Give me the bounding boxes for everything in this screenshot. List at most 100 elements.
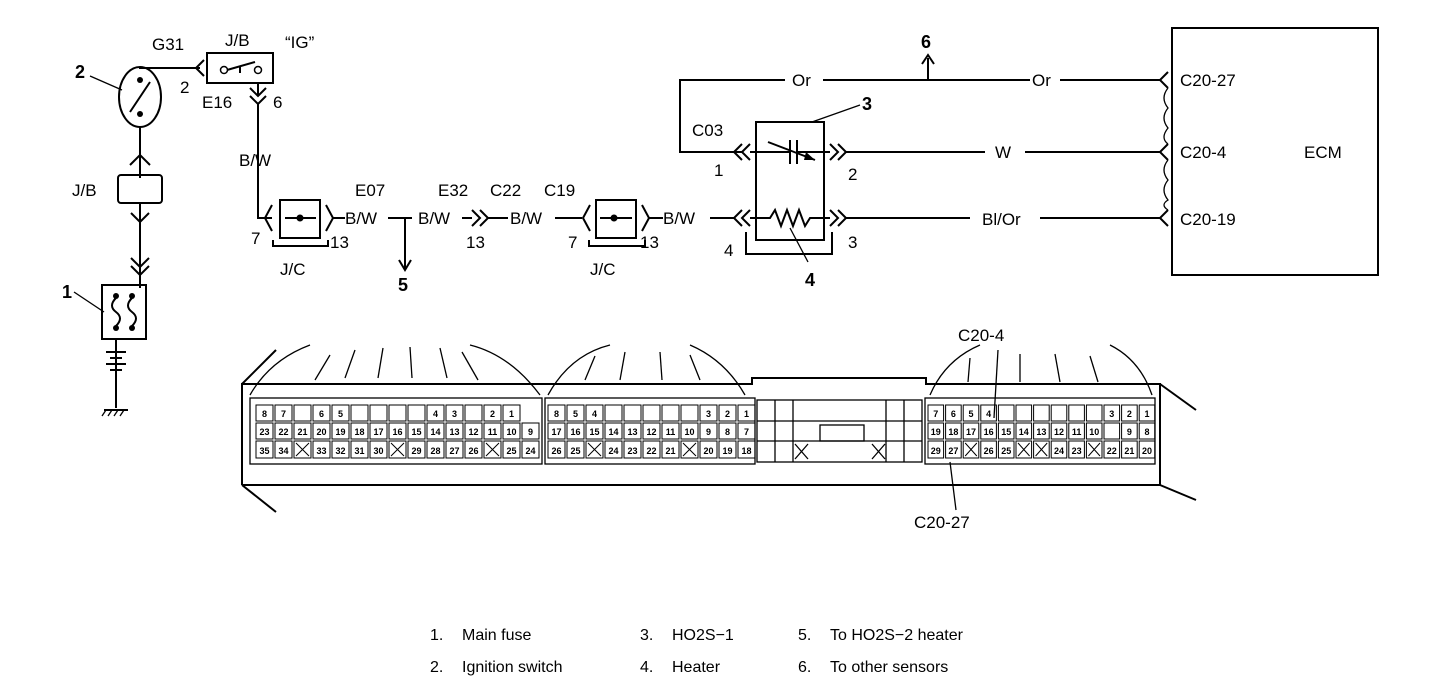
connector-pin-cell: [962, 422, 980, 440]
connector-pin-cell: [255, 404, 274, 422]
connector-pin-label: 7: [744, 427, 749, 437]
connector-pin-label: 20: [1142, 446, 1152, 456]
connector-pin-cell: [350, 440, 369, 459]
connector-pin-label: 18: [948, 427, 958, 437]
connector-pin-cell: [604, 404, 623, 422]
connector-pin-cell: [604, 440, 623, 459]
connector-pin-label: 1: [744, 409, 749, 419]
connector-pin-cell: [426, 422, 445, 440]
connector-pin-label: 32: [335, 446, 345, 456]
connector-pin-cell: [680, 404, 699, 422]
connector-pin-label: 29: [411, 446, 421, 456]
label-jc1: J/C: [280, 260, 306, 279]
connector-pin-label: 22: [646, 446, 656, 456]
connector-pin-cell: [997, 404, 1015, 422]
connector-pin-cell: [585, 422, 604, 440]
connector-pin-label: 21: [1124, 446, 1134, 456]
label-c03: C03: [692, 121, 723, 140]
label-c20-4: C20-4: [1180, 143, 1226, 162]
connector-pin-label: 3: [1109, 409, 1114, 419]
connector-pin-cell: [331, 422, 350, 440]
connector-pin-cell: [1033, 422, 1050, 440]
connector-pin-cell: [293, 422, 312, 440]
label-jc2-13: 13: [640, 233, 659, 252]
connector-pin-label: 8: [262, 409, 267, 419]
connector-pin-cell: [547, 422, 566, 440]
connector-pin-empty: [295, 442, 310, 457]
connector-pin-cell: [1050, 440, 1068, 459]
connector-pin-cell: [642, 440, 661, 459]
connector-pin-cell: [547, 404, 566, 422]
connector-pin-label: 19: [722, 446, 732, 456]
connector-pin-label: 3: [452, 409, 457, 419]
connector-pin-cell: [945, 440, 962, 459]
connector-pin-cell: [980, 404, 997, 422]
connector-pin-cell: [718, 404, 737, 422]
bw-circuit: [257, 199, 728, 272]
connector-pin-cell: [661, 440, 680, 459]
connector-pin-empty: [587, 442, 602, 457]
connector-pin-label: 25: [570, 446, 580, 456]
label-pin6-e16: 6: [273, 93, 282, 112]
connector-pin-cell: [642, 422, 661, 440]
connector-pin-cell: [699, 440, 718, 459]
connector-pin-cell: [585, 404, 604, 422]
connector-pin-cell: [483, 422, 502, 440]
connector-pin-cell: [331, 404, 350, 422]
label-c20-27: C20-27: [1180, 71, 1236, 90]
connector-pin-cell: [642, 404, 661, 422]
connector-pin-cell: [1121, 404, 1138, 422]
connector-pin-label: 12: [646, 427, 656, 437]
connector-pin-label: 15: [589, 427, 599, 437]
connector-pin-cell: [350, 422, 369, 440]
connector-pin-cell: [680, 422, 699, 440]
connector-pin-label: 27: [948, 446, 958, 456]
connector-pin-cell: [1121, 440, 1138, 459]
connector-pin-cell: [521, 422, 540, 440]
connector-pin-cell: [502, 422, 521, 440]
labels: G31 J/B “IG” 2 E16 6 B/W J/B E07 B/W 7 1…: [62, 31, 1342, 532]
connector-pin-label: 25: [506, 446, 516, 456]
label-c03-2: 2: [848, 165, 857, 184]
legend-item: 2.Ignition switch: [430, 659, 563, 676]
connector-pin-cell: [661, 422, 680, 440]
connector-pin-empty: [1035, 442, 1048, 457]
connector-pin-cell: [1015, 422, 1033, 440]
label-pin2-g31: 2: [180, 78, 189, 97]
connector-pin-cell: [464, 440, 483, 459]
connector-pin-label: 24: [1054, 446, 1064, 456]
main-fuse-symbol: [101, 284, 147, 340]
label-c20-4-conn: C20-4: [958, 326, 1004, 345]
connector-pin-cell: [521, 440, 540, 459]
connector-pin-cell: [623, 440, 642, 459]
connector-pin-label: 4: [592, 409, 597, 419]
connector-pin-label: 7: [281, 409, 286, 419]
connector-pin-label: 33: [316, 446, 326, 456]
connector-pin-cell: [1085, 404, 1103, 422]
label-c03-4: 4: [724, 241, 733, 260]
connector-pin-label: 35: [259, 446, 269, 456]
connector-pin-cell: [737, 404, 756, 422]
label-w: W: [995, 143, 1011, 162]
connector-pin-label: 28: [430, 446, 440, 456]
connector-pin-label: 14: [430, 427, 440, 437]
connector-pin-cell: [997, 422, 1015, 440]
connector-pin-cell: [566, 404, 585, 422]
connector-pin-label: 4: [986, 409, 991, 419]
connector-pin-cell: [718, 440, 737, 459]
connector-pin-cell: [737, 440, 756, 459]
connector-pin-cell: [1068, 404, 1085, 422]
connector-pin-cell: [566, 440, 585, 459]
connector-pin-cell: [312, 422, 331, 440]
connector-pin-cell: [980, 422, 997, 440]
label-c03-3: 3: [848, 233, 857, 252]
connector-pin-label: 2: [725, 409, 730, 419]
jc2-box: [595, 199, 637, 239]
connector-pin-label: 2: [1127, 409, 1132, 419]
connector-pin-empty: [390, 442, 405, 457]
connector-pin-label: 11: [666, 427, 676, 437]
connector-pin-label: 13: [1036, 427, 1046, 437]
callout-4: 4: [805, 270, 815, 290]
connector-pin-label: 26: [551, 446, 561, 456]
